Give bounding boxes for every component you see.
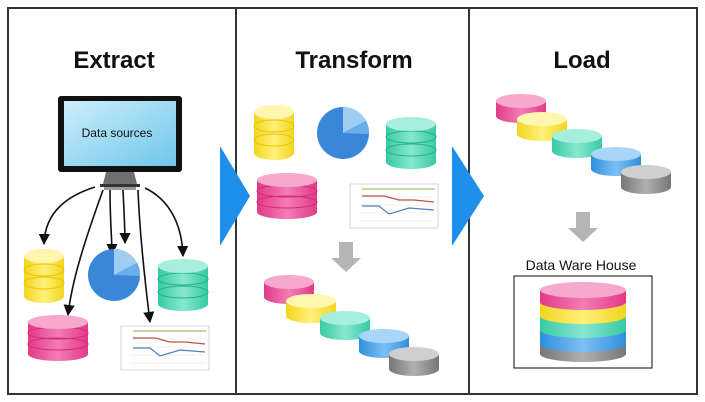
- transform-down-arrow-icon: [331, 242, 361, 272]
- load-down-arrow-icon: [568, 212, 598, 242]
- connector-to-teal-db: [144, 187, 189, 258]
- connector-to-line-chart: [137, 189, 155, 324]
- pink-database-icon: [27, 315, 89, 361]
- line-chart-thumbnail-icon: [120, 325, 210, 371]
- connector-to-pink-db: [63, 189, 104, 317]
- stage-title-transform: Transform: [295, 47, 412, 74]
- transform-pink-database-icon: [256, 173, 318, 219]
- stair-db-teal: [320, 311, 370, 340]
- yellow-database-icon: [23, 249, 65, 303]
- connector-to-chart: [119, 189, 131, 245]
- transform-stacked-databases: [264, 275, 439, 376]
- load-stacked-databases: [496, 94, 671, 194]
- data-warehouse-icon: [540, 282, 626, 362]
- load-stair-db-teal: [552, 129, 602, 158]
- flow-arrow-extract-to-transform: [220, 146, 250, 246]
- monitor-icon: [58, 96, 182, 190]
- transform-line-chart-thumbnail-icon: [349, 183, 439, 229]
- pie-chart-icon: [88, 249, 141, 301]
- flow-arrow-transform-to-load: [452, 146, 484, 246]
- load-stair-db-gray: [621, 165, 671, 194]
- teal-database-icon: [157, 259, 209, 311]
- stair-db-gray: [389, 347, 439, 376]
- outer-frame: [7, 7, 698, 395]
- transform-pie-chart-icon: [317, 107, 370, 159]
- connector-to-pie: [106, 189, 118, 256]
- stage-title-load: Load: [553, 47, 610, 74]
- connector-to-yellow-db: [38, 186, 96, 246]
- data-warehouse-label: Data Ware House: [526, 257, 637, 273]
- stage-title-extract: Extract: [73, 47, 154, 74]
- transform-yellow-database-icon: [253, 105, 295, 160]
- transform-teal-database-icon: [385, 117, 437, 169]
- monitor-label: Data sources: [82, 126, 153, 140]
